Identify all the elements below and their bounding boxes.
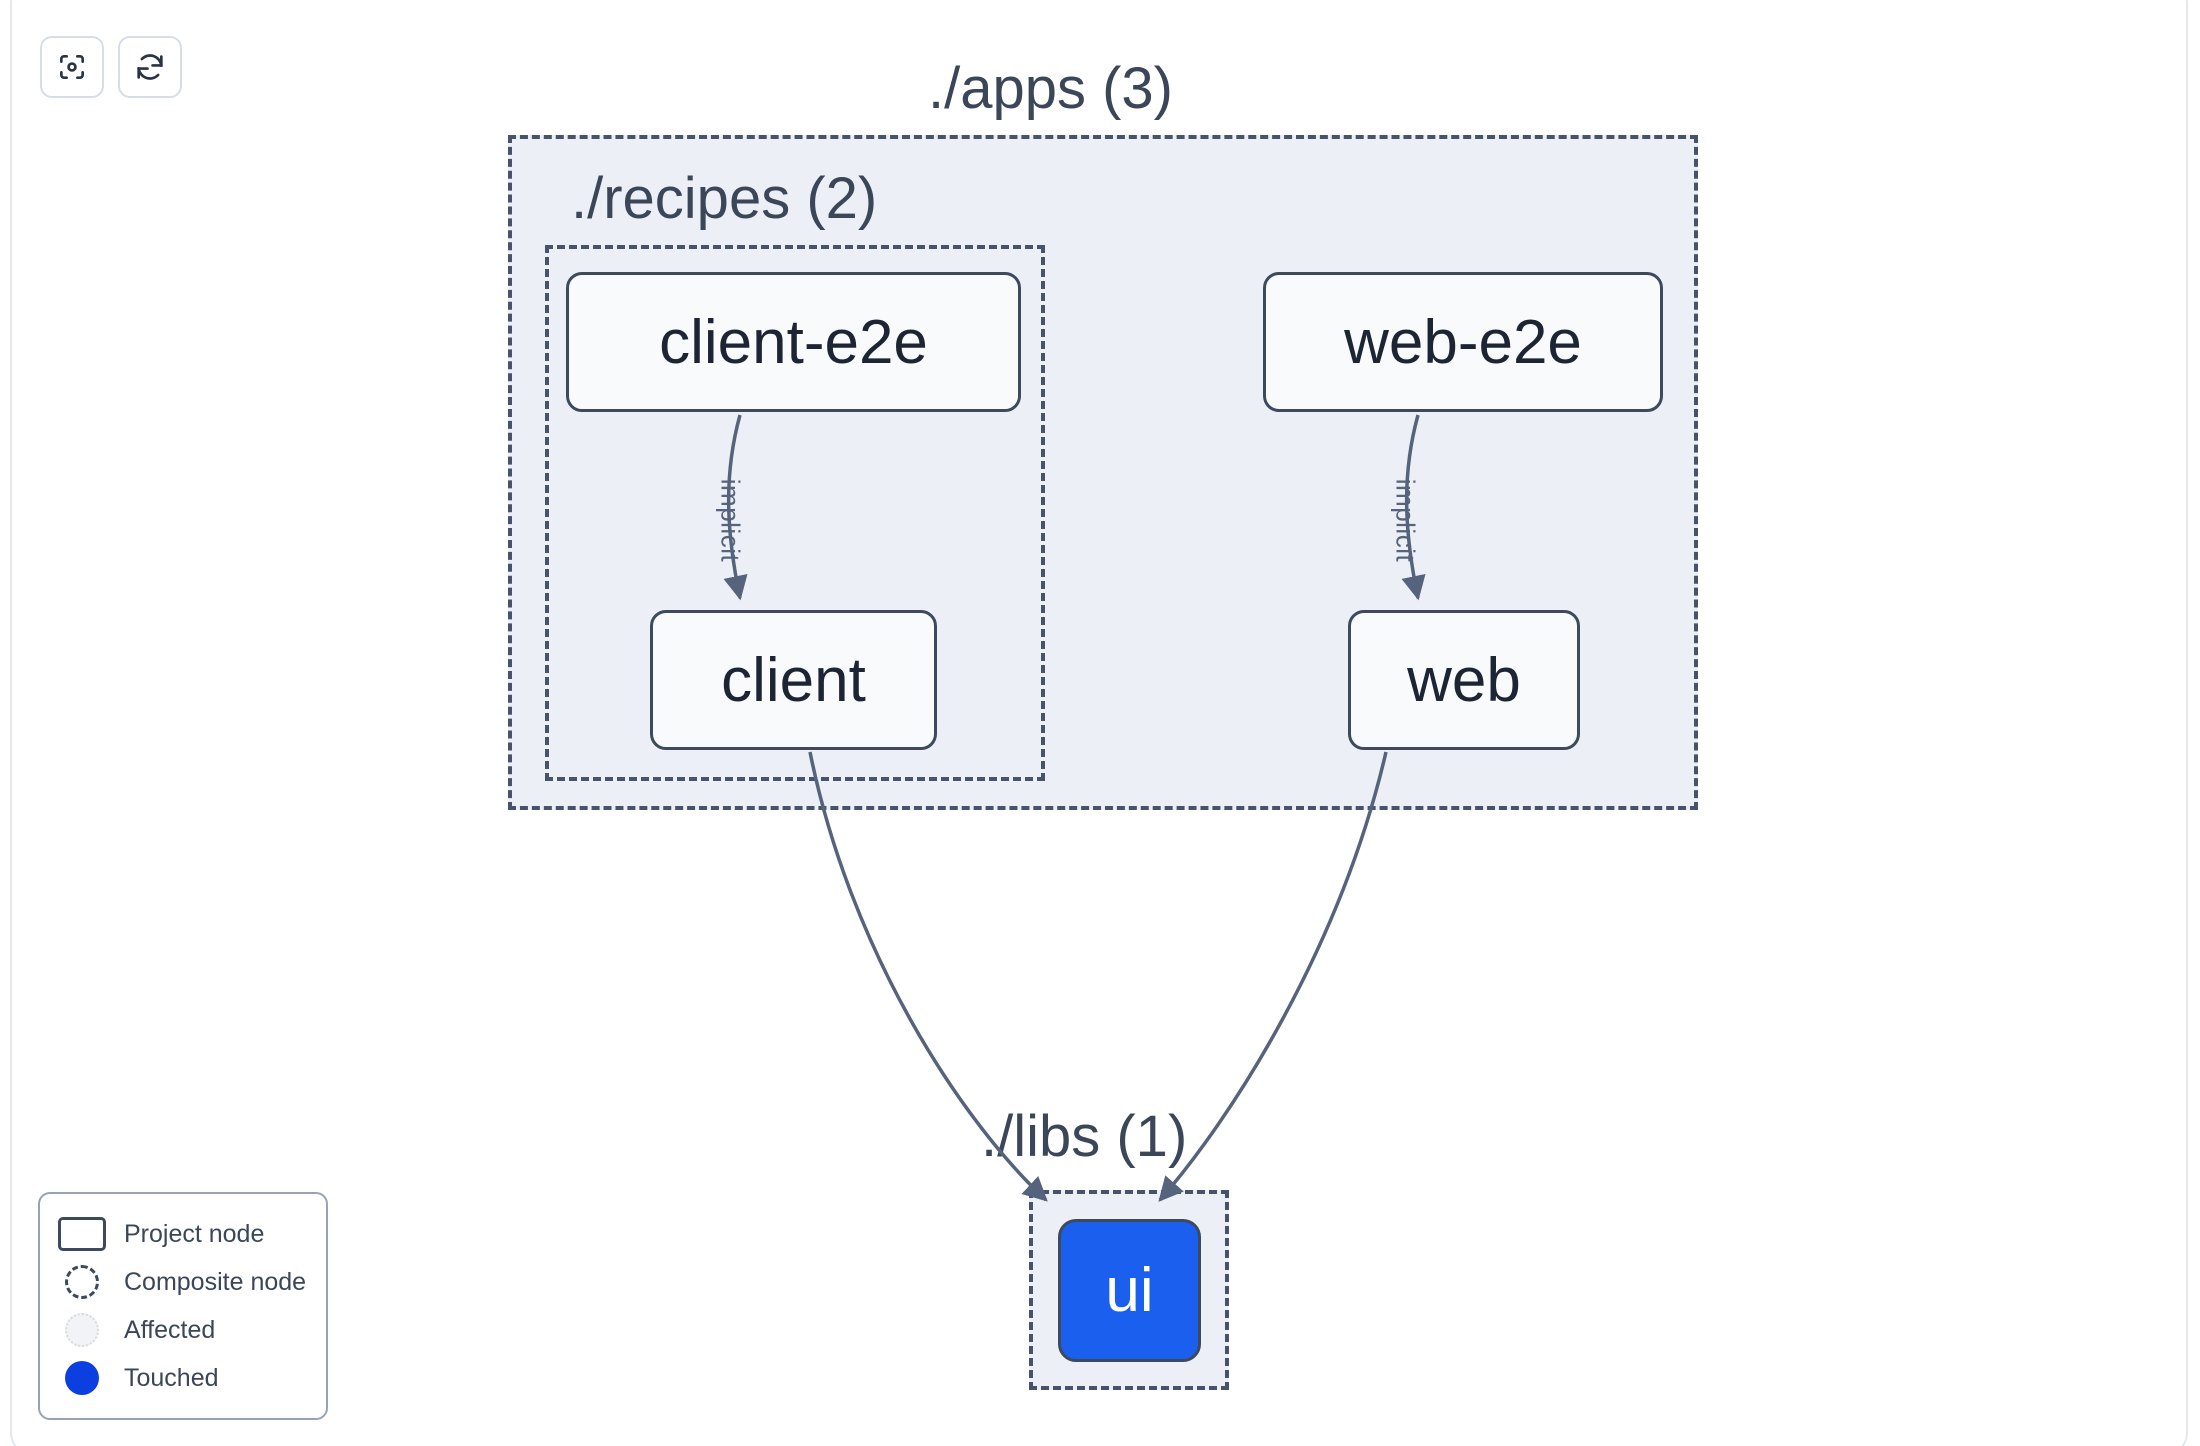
legend-label-composite-node: Composite node [124,1267,307,1296]
affected-swatch [58,1313,106,1347]
refresh-icon [134,51,166,83]
focus-target-icon [56,51,88,83]
touched-swatch [58,1361,106,1395]
edge-label-implicit-web: implicit [1390,478,1421,563]
project-node-web[interactable]: web [1348,610,1580,750]
focus-target-button[interactable] [40,36,104,98]
project-node-swatch [58,1217,106,1251]
toolbar [40,36,182,98]
project-node-client[interactable]: client [650,610,937,750]
project-node-web-e2e[interactable]: web-e2e [1263,272,1663,412]
project-node-ui[interactable]: ui [1058,1219,1201,1362]
legend-label-project-node: Project node [124,1219,265,1248]
refresh-button[interactable] [118,36,182,98]
composite-node-swatch [58,1265,106,1299]
legend-panel: Project node Composite node Affected Tou… [38,1192,328,1420]
legend-item-project-node: Project node [58,1210,308,1258]
legend-label-touched: Touched [124,1363,219,1392]
composite-label-libs: ./libs (1) [981,1104,1188,1169]
legend-label-affected: Affected [124,1315,216,1344]
composite-label-apps: ./apps (3) [928,56,1173,121]
legend-item-touched: Touched [58,1354,308,1402]
legend-item-affected: Affected [58,1306,308,1354]
composite-label-recipes: ./recipes (2) [571,166,878,231]
edge-label-implicit-client: implicit [715,478,746,563]
project-node-client-e2e[interactable]: client-e2e [566,272,1021,412]
legend-item-composite-node: Composite node [58,1258,308,1306]
